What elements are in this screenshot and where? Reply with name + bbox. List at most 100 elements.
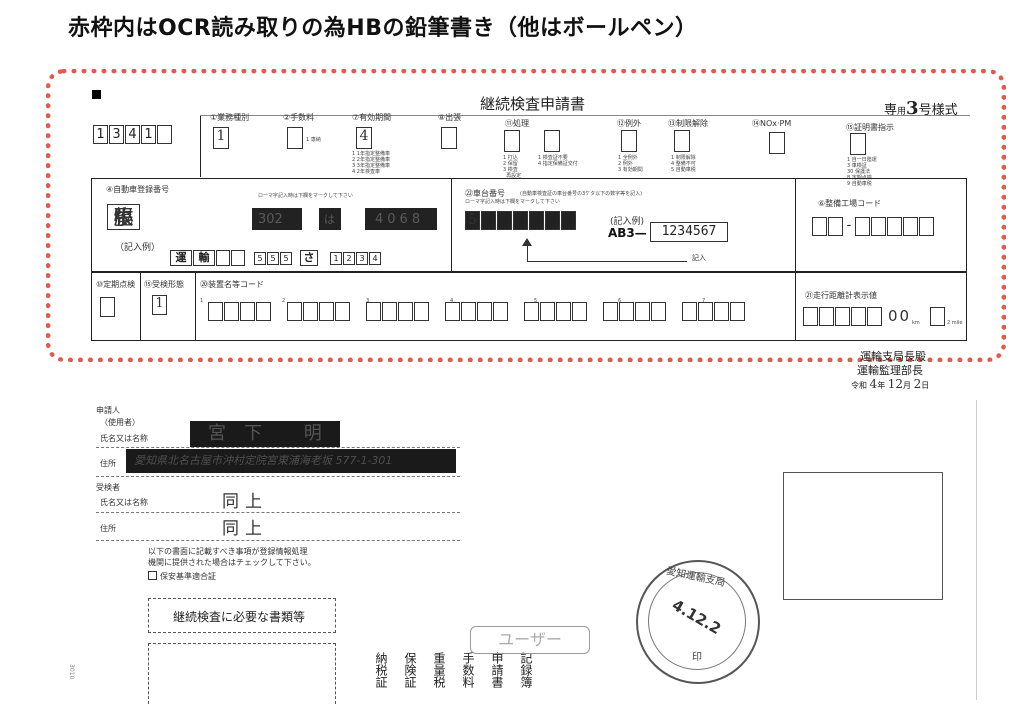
exception-label: ⑫例外 bbox=[617, 119, 641, 128]
shop-digit[interactable] bbox=[855, 217, 870, 236]
equipment-digit[interactable] bbox=[556, 302, 571, 321]
examinee-address-label: 住所 bbox=[100, 524, 116, 533]
odometer-digit[interactable] bbox=[867, 307, 882, 326]
chassis-entry-label: 記入 bbox=[692, 254, 706, 262]
periodic-field[interactable] bbox=[100, 297, 115, 317]
nox-field[interactable] bbox=[769, 132, 785, 154]
shop-digit[interactable] bbox=[871, 217, 886, 236]
equipment-digit[interactable] bbox=[493, 302, 508, 321]
odometer-suffix: 00 bbox=[888, 307, 912, 325]
applicant-section-sub: （使用者） bbox=[100, 418, 140, 427]
exception-field[interactable] bbox=[621, 130, 637, 152]
form-number-digit[interactable]: 1 bbox=[141, 125, 156, 144]
equipment-digit[interactable] bbox=[572, 302, 587, 321]
equipment-digit[interactable] bbox=[382, 302, 397, 321]
shop-digit[interactable] bbox=[887, 217, 902, 236]
equipment-digit[interactable] bbox=[445, 302, 460, 321]
divider bbox=[96, 512, 460, 513]
application-date: 令和 4年 12月 2日 bbox=[851, 377, 930, 391]
corner-marker bbox=[92, 90, 101, 99]
equipment-digit[interactable] bbox=[240, 302, 255, 321]
fee-label: ②手数料 bbox=[283, 113, 315, 122]
shop-digit[interactable] bbox=[828, 217, 843, 236]
odometer-digit[interactable] bbox=[835, 307, 850, 326]
business-label: ①業務種別 bbox=[210, 113, 250, 122]
process-options-a: 1 打込 2 保留 3 検査 再設定 bbox=[503, 155, 522, 179]
chassis-example-value: 1234567 bbox=[650, 222, 728, 242]
date-stamp: 愛知運輸支局 4.12.2 印 bbox=[636, 560, 760, 684]
fee-note: 1 専納 bbox=[306, 137, 321, 143]
photo-box bbox=[783, 472, 943, 600]
safety-standard-checkbox[interactable] bbox=[148, 571, 157, 580]
equipment-digit[interactable] bbox=[303, 302, 318, 321]
validity-label: ⑦有効期間 bbox=[352, 113, 392, 122]
documents-title-box: 継続検査に必要な書類等 bbox=[148, 598, 336, 633]
equipment-digit[interactable] bbox=[414, 302, 429, 321]
plate-class-redacted: 302 bbox=[252, 208, 302, 230]
equipment-digit[interactable] bbox=[335, 302, 350, 321]
plate-char[interactable]: 牧 bbox=[107, 204, 140, 230]
inspection-form-field[interactable]: 1 bbox=[152, 295, 167, 315]
plate-example-label: （記入例） bbox=[115, 243, 161, 253]
release-field[interactable] bbox=[674, 130, 690, 152]
shop-digit[interactable] bbox=[903, 217, 918, 236]
chassis-digit-redacted bbox=[497, 211, 512, 230]
equipment-digit[interactable] bbox=[319, 302, 334, 321]
form-number-digit[interactable]: 3 bbox=[109, 125, 124, 144]
documents-list: 記録簿 申請書 手数料 重量税 保険証 納税証 bbox=[148, 643, 533, 704]
chassis-digit-redacted bbox=[529, 211, 544, 230]
applicant-section: 申請人 bbox=[96, 406, 120, 415]
odometer-digit[interactable] bbox=[803, 307, 818, 326]
cert-field[interactable] bbox=[850, 133, 866, 155]
equipment-digit[interactable] bbox=[603, 302, 618, 321]
equipment-digit[interactable] bbox=[698, 302, 713, 321]
equipment-digit[interactable] bbox=[287, 302, 302, 321]
shop-digit[interactable] bbox=[919, 217, 934, 236]
document-item: 保険証 bbox=[403, 652, 417, 688]
fee-field[interactable] bbox=[287, 127, 303, 149]
business-field[interactable]: 1 bbox=[213, 127, 229, 149]
equipment-code: 1 2 3 4 5 6 7 bbox=[200, 298, 790, 326]
odometer-digit[interactable] bbox=[819, 307, 834, 326]
form-number-digit[interactable]: 4 bbox=[125, 125, 140, 144]
equipment-digit[interactable] bbox=[256, 302, 271, 321]
examinee-name-label: 氏名又は名称 bbox=[100, 498, 148, 507]
process-field-b[interactable] bbox=[544, 130, 560, 152]
chassis-digit[interactable]: 5 bbox=[465, 211, 480, 230]
odometer-unit-km: km bbox=[912, 320, 920, 326]
form-number-digit[interactable]: 1 bbox=[93, 125, 108, 144]
equipment-digit[interactable] bbox=[651, 302, 666, 321]
addressee-line1: 運輸支局長殿 bbox=[860, 350, 926, 363]
validity-field[interactable]: 4 bbox=[356, 127, 372, 149]
equipment-digit[interactable] bbox=[635, 302, 650, 321]
side-code: 3010 bbox=[68, 664, 75, 680]
equipment-digit[interactable] bbox=[224, 302, 239, 321]
form-code: 専用3号様式 bbox=[884, 98, 958, 119]
equipment-digit[interactable] bbox=[540, 302, 555, 321]
exit-field[interactable] bbox=[441, 127, 457, 149]
equipment-digit[interactable] bbox=[619, 302, 634, 321]
plate-example-num: 5 bbox=[267, 252, 279, 265]
equipment-digit[interactable] bbox=[524, 302, 539, 321]
odometer-digit[interactable] bbox=[851, 307, 866, 326]
equipment-digit[interactable] bbox=[398, 302, 413, 321]
odometer-unit-field[interactable] bbox=[930, 307, 945, 326]
documents-columns: 記録簿 申請書 手数料 重量税 保険証 納税証 bbox=[169, 652, 535, 688]
equipment-digit[interactable] bbox=[366, 302, 381, 321]
equipment-digit[interactable] bbox=[208, 302, 223, 321]
group-index: 3 bbox=[366, 298, 370, 304]
equipment-digit[interactable] bbox=[682, 302, 697, 321]
plate-example: 運 輸 bbox=[170, 250, 246, 266]
plate-number-redacted: 4068 bbox=[365, 208, 437, 230]
equipment-digit[interactable] bbox=[477, 302, 492, 321]
form-number-digit[interactable] bbox=[157, 125, 172, 144]
examinee-address: 同上 bbox=[222, 519, 268, 539]
equipment-digit[interactable] bbox=[461, 302, 476, 321]
equipment-digit[interactable] bbox=[714, 302, 729, 321]
equipment-digit[interactable] bbox=[730, 302, 745, 321]
release-options: 1 制限解除 4 整備不可 5 自動車税 bbox=[671, 155, 696, 173]
date-stamp-inner bbox=[648, 572, 746, 670]
process-field-a[interactable] bbox=[504, 130, 520, 152]
release-label: ⑬制限解除 bbox=[668, 119, 708, 128]
shop-digit[interactable] bbox=[812, 217, 827, 236]
